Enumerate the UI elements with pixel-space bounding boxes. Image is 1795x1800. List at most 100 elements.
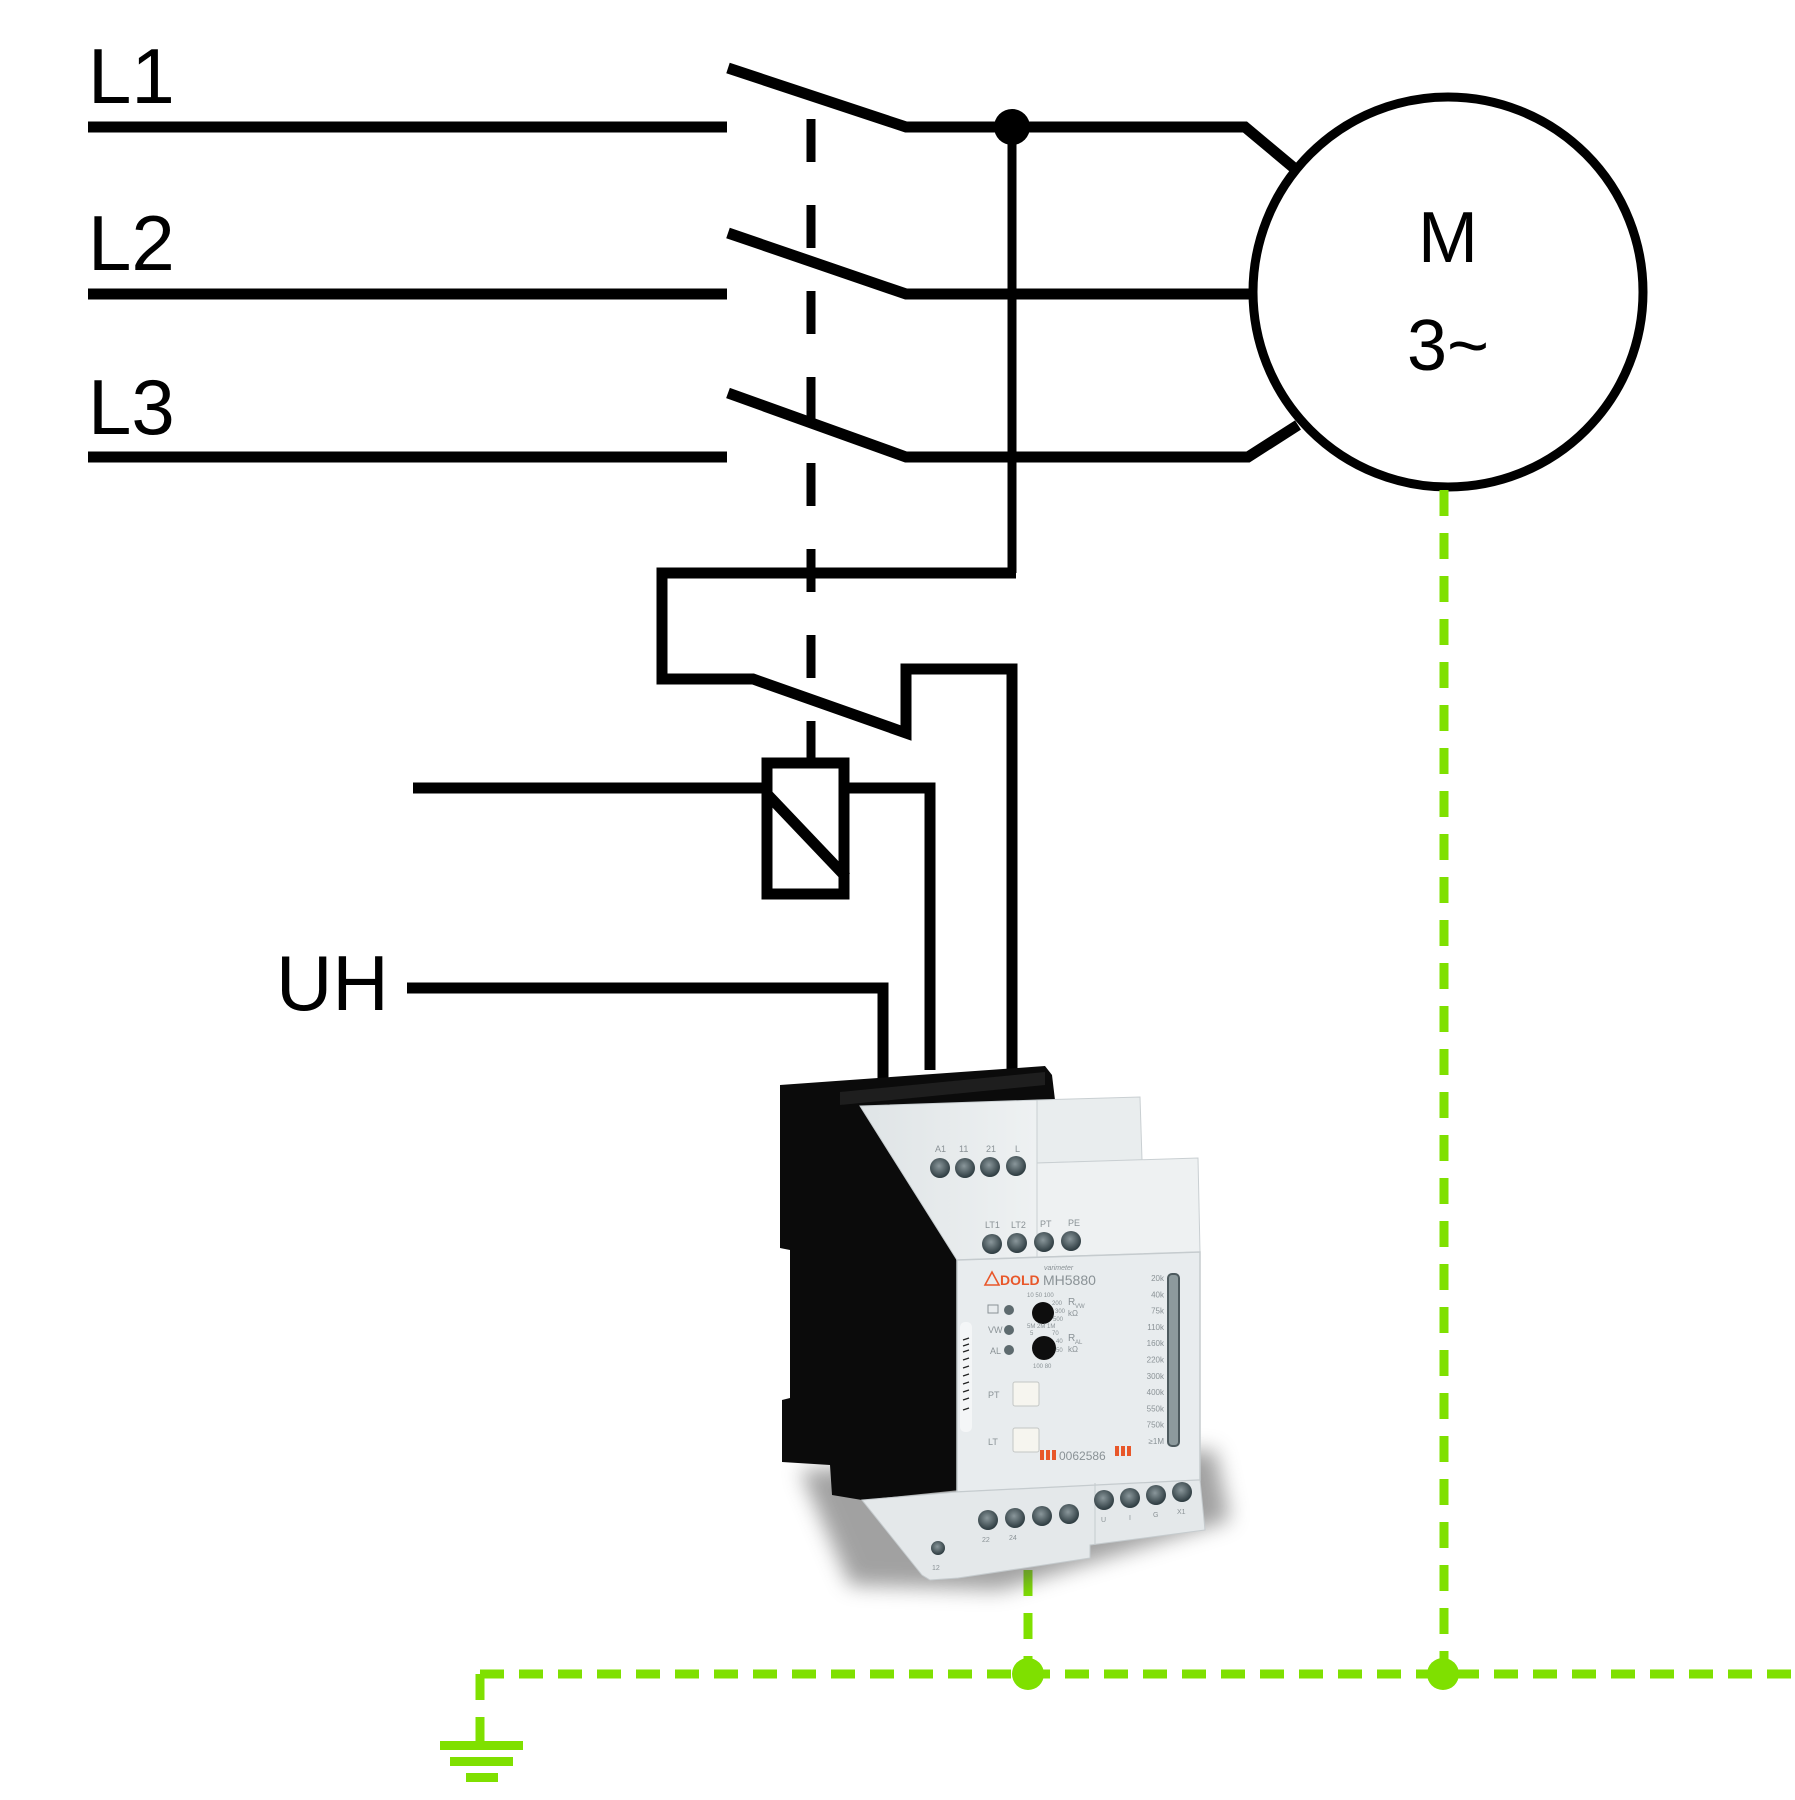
terminal-screw[interactable] (1034, 1232, 1054, 1252)
phase-label-l1: L1 (88, 32, 175, 120)
terminal-screw[interactable] (1094, 1490, 1114, 1510)
terminal-row-2: LT1 LT2 PT PE (982, 1218, 1081, 1254)
brand-name: DOLD (1000, 1272, 1040, 1288)
motor-circle (1248, 92, 1648, 492)
bar-scale-label: 400k (1147, 1388, 1165, 1397)
motor-label-3phase: 3~ (1407, 306, 1489, 386)
knob-rvw-scale: 10 50 100 (1027, 1293, 1054, 1299)
uh-label: UH (276, 939, 389, 1027)
bar-scale-label: 750k (1147, 1421, 1165, 1430)
relay-icon (987, 1304, 999, 1314)
terminal-label-u: U (1101, 1517, 1106, 1524)
button-label-pt: PT (988, 1390, 1000, 1400)
terminal-screw[interactable] (1120, 1488, 1140, 1508)
knob-ral[interactable] (1032, 1336, 1056, 1360)
knob-rvw-unit: kΩ (1068, 1309, 1078, 1318)
uh-wire (407, 982, 889, 1080)
terminal-screw[interactable] (955, 1158, 975, 1178)
bar-scale-label: 300k (1147, 1372, 1165, 1381)
terminal-label-l: L (1015, 1144, 1020, 1154)
led-label-al: AL (990, 1346, 1001, 1356)
terminal-label-g: G (1153, 1512, 1158, 1519)
phase-label-l3: L3 (88, 363, 175, 451)
knob-rvw-label: R (1068, 1297, 1075, 1308)
dold-logo: DOLD (983, 1270, 1040, 1288)
protective-earth (440, 490, 1795, 1782)
auxiliary-contact (656, 567, 1018, 1078)
terminal-label-22: 22 (982, 1537, 990, 1544)
terminal-screw[interactable] (1059, 1504, 1079, 1524)
knob-ral-label: R (1068, 1333, 1075, 1344)
terminal-screw[interactable] (1172, 1482, 1192, 1502)
bar-graph-display (1167, 1273, 1180, 1447)
contact-l3 (726, 387, 1301, 463)
model-name: MH5880 (1043, 1272, 1096, 1288)
knob-ral-group: 5M 2M 1M 5 70 40 50 100 80 R AL kΩ (1027, 1324, 1083, 1370)
knob-ral-unit: kΩ (1068, 1345, 1078, 1354)
knob-rvw-scale-200: 200 (1052, 1301, 1063, 1307)
bar-scale-label: 110k (1147, 1323, 1165, 1332)
terminal-label-lt2: LT2 (1011, 1220, 1026, 1230)
bar-graph-scale: 20k 40k 75k 110k 160k 220k 300k 400k 550k 750k ≥1M (1147, 1274, 1165, 1446)
main-contacts (726, 62, 1301, 463)
bar-scale-label: 40k (1151, 1290, 1165, 1299)
led-relay (1004, 1305, 1014, 1315)
pe-node-device (1012, 1658, 1044, 1690)
terminal-screw[interactable] (978, 1510, 998, 1530)
contactor-coil (761, 757, 850, 900)
contact-l1 (726, 62, 1298, 173)
motor-symbol: M 3~ (1248, 92, 1648, 492)
terminal-screw[interactable] (930, 1158, 950, 1178)
knob-rvw-sub: VW (1075, 1304, 1085, 1310)
series-name: varimeter (1044, 1265, 1074, 1272)
phase-label-l2: L2 (88, 199, 175, 287)
pe-node-motor (1427, 1658, 1459, 1690)
bar-scale-label: ≥1M (1148, 1437, 1164, 1446)
knob-ral-scale-50: 50 (1056, 1348, 1063, 1354)
terminal-label-11: 11 (959, 1144, 968, 1154)
terminal-label-pe: PE (1068, 1218, 1080, 1228)
coil-to-device-wire (844, 782, 936, 1070)
dold-logo-icon (983, 1270, 1001, 1286)
terminal-screw[interactable] (931, 1541, 945, 1555)
insulation-monitor-device: A1 11 21 L LT1 LT2 PT PE (780, 1066, 1230, 1590)
contact-l2 (726, 227, 1250, 300)
terminal-screw[interactable] (980, 1157, 1000, 1177)
terminal-label-12: 12 (932, 1565, 940, 1572)
knob-ral-scale-5: 5 (1030, 1331, 1034, 1337)
led-vw (1004, 1325, 1014, 1335)
bar-scale-label: 160k (1147, 1339, 1165, 1348)
test-button-lt[interactable] (1012, 1427, 1040, 1453)
serial-number: 0062586 (1059, 1449, 1106, 1463)
terminal-screw[interactable] (1005, 1508, 1025, 1528)
terminal-label-x1: X1 (1177, 1509, 1186, 1516)
knob-ral-scale-bottom: 100 80 (1033, 1364, 1052, 1370)
terminal-label-24: 24 (1009, 1535, 1017, 1542)
led-label-vw: VW (988, 1325, 1003, 1335)
bar-scale-label: 550k (1147, 1404, 1165, 1413)
terminal-screw[interactable] (1061, 1231, 1081, 1251)
knob-ral-scale-70: 70 (1052, 1331, 1059, 1337)
terminal-screw[interactable] (1007, 1233, 1027, 1253)
led-al (1004, 1345, 1014, 1355)
terminal-label-a1: A1 (935, 1144, 946, 1154)
terminal-row-1: A1 11 21 L (930, 1144, 1026, 1178)
knob-ral-scale-top: 5M 2M 1M (1027, 1324, 1055, 1330)
terminal-screw[interactable] (982, 1234, 1002, 1254)
terminal-screw[interactable] (1006, 1156, 1026, 1176)
bar-scale-label: 20k (1151, 1274, 1165, 1283)
terminal-screw[interactable] (1146, 1485, 1166, 1505)
test-button-pt[interactable] (1012, 1381, 1040, 1407)
ground-icon (440, 1741, 523, 1782)
knob-ral-sub: AL (1075, 1340, 1083, 1346)
terminal-label-lt1: LT1 (985, 1220, 1000, 1230)
terminal-screw[interactable] (1032, 1506, 1052, 1526)
bar-scale-label: 220k (1147, 1356, 1165, 1365)
bar-scale-label: 75k (1151, 1307, 1165, 1316)
bottom-terminals: 12 22 24 U I G X1 (931, 1482, 1192, 1572)
coil-diagonal (764, 791, 850, 881)
motor-label-m: M (1418, 198, 1478, 278)
knob-rvw-scale-300: 300 (1055, 1309, 1066, 1315)
knob-rvw[interactable] (1032, 1302, 1054, 1324)
terminal-label-21: 21 (986, 1144, 996, 1154)
